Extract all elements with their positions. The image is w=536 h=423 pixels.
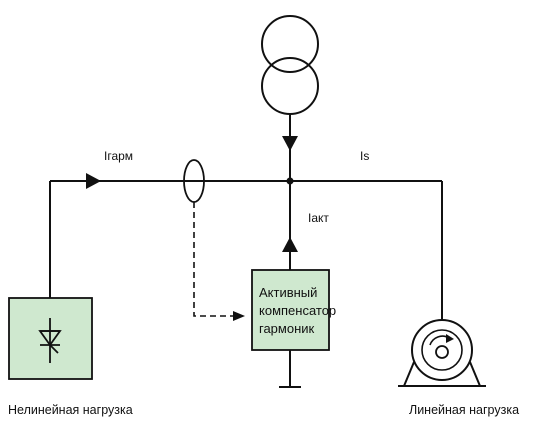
linear-load-label: Линейная нагрузка — [409, 403, 519, 417]
thyristor-icon — [38, 318, 62, 363]
nonlinear-load-label: Нелинейная нагрузка — [8, 403, 133, 417]
compensator-label-line2: компенсатор — [259, 303, 336, 318]
compensator-label-line1: Активный — [259, 285, 317, 300]
source-current-label: Is — [360, 149, 369, 163]
measurement-line — [193, 202, 234, 317]
harmonic-current-arrow — [86, 173, 101, 189]
compensator-label-line3: гармоник — [259, 321, 315, 336]
transformer-icon — [261, 15, 319, 115]
measurement-arrow — [233, 311, 245, 321]
active-current-label: Iакт — [308, 211, 329, 225]
active-current-arrow — [282, 237, 298, 252]
harmonic-current-label: Iгарм — [104, 149, 133, 163]
motor-icon — [398, 319, 486, 387]
feeder-arrow — [282, 136, 298, 151]
ground-icon — [279, 350, 301, 388]
